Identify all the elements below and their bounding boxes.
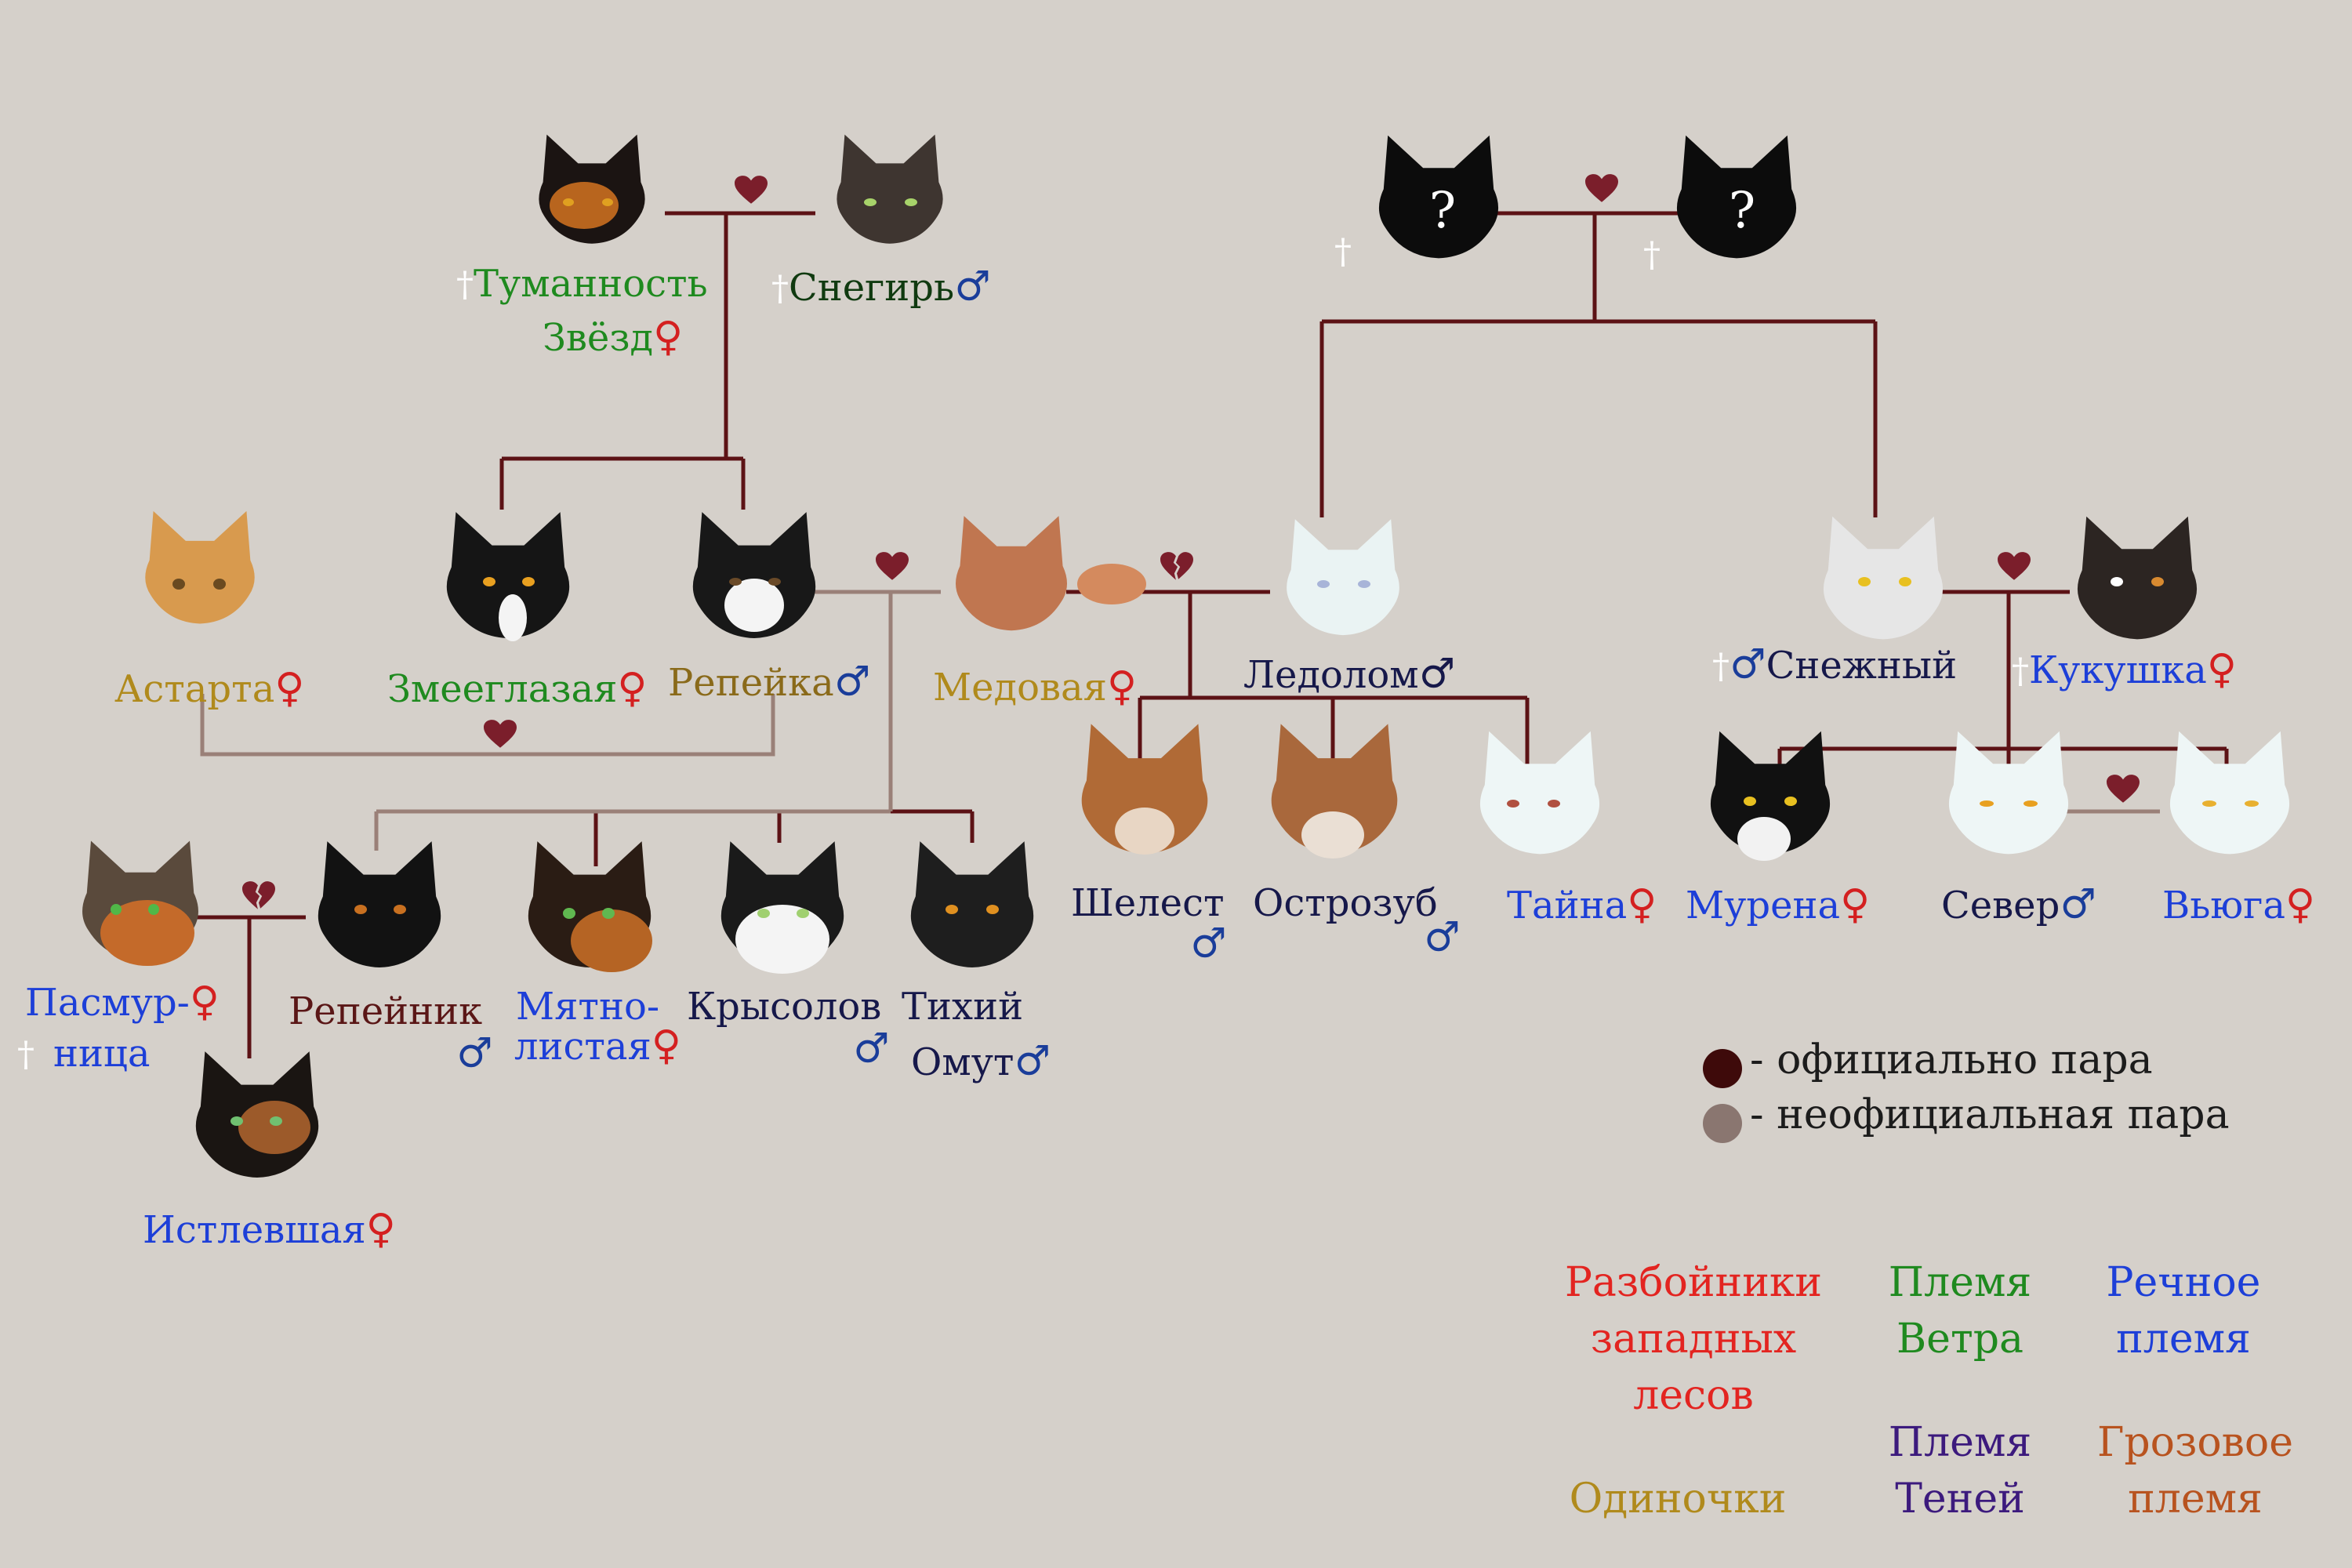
- label-repeinik-sex: ♂: [456, 1032, 493, 1076]
- label-tumannost: †Туманность: [456, 262, 708, 306]
- male-icon: ♂: [1730, 641, 1766, 688]
- label-myatnolistaya: Мятно-: [516, 985, 660, 1029]
- cat-head-vyuga: [2169, 731, 2290, 855]
- clan-river: Речное племя: [2106, 1259, 2261, 1363]
- male-icon: ♂: [833, 659, 871, 706]
- clan-thunder: Грозовое племя: [2096, 1419, 2294, 1523]
- female-icon: ♀: [2285, 881, 2315, 928]
- heart-icon: [876, 552, 909, 580]
- label-zmeeglazaya: Змееглазая♀: [387, 665, 648, 712]
- cross-unknown-right: †: [1643, 235, 1661, 275]
- cat-head-astarta: [145, 510, 255, 624]
- cat-head-medovaya: [955, 516, 1068, 631]
- label-istlevshaya: Истлевшая♀: [143, 1206, 396, 1253]
- question-mark-left: ?: [1429, 182, 1456, 240]
- label-vyuga: Вьюга♀: [2162, 881, 2315, 928]
- male-icon: ♂: [1418, 651, 1456, 698]
- label-kukushka: †Кукушка♀: [2012, 646, 2237, 693]
- coat-markings: [100, 182, 1791, 1154]
- male-icon: ♂: [2060, 881, 2096, 928]
- female-icon: ♀: [1840, 881, 1871, 928]
- cross-unknown-left: †: [1334, 232, 1352, 272]
- label-krysolov-sex: ♂: [853, 1027, 890, 1072]
- label-sever: Север♂: [1941, 881, 2096, 928]
- label-tikhy-line2: Омут♂: [911, 1038, 1051, 1085]
- female-icon: ♀: [274, 665, 305, 712]
- broken-heart-icon: [1160, 552, 1193, 580]
- heart-icon: [1998, 552, 2031, 580]
- unofficial-lines: [200, 590, 2160, 851]
- male-icon: ♂: [456, 1030, 493, 1077]
- clan-shadow: Племя Теней: [1888, 1419, 2032, 1523]
- label-shelest-sex: ♂: [1190, 922, 1227, 967]
- label-pasmurnitsa-line2: †ница: [17, 1032, 151, 1076]
- cat-head-snegir: [837, 134, 943, 244]
- cat-head-kukushka: [2077, 516, 2198, 640]
- broken-heart-icon: [242, 881, 275, 909]
- label-ostrozub: Острозуб: [1253, 881, 1438, 925]
- label-repeika: Репейка♂: [668, 659, 871, 706]
- label-taina: Тайна♀: [1507, 881, 1657, 928]
- heart-icon: [484, 720, 517, 748]
- cat-head-snezhny: [1823, 516, 1944, 640]
- label-snegir: †Снегирь♂: [771, 263, 991, 310]
- male-icon: ♂: [954, 263, 991, 310]
- clan-wind: Племя Ветра: [1888, 1259, 2032, 1363]
- male-icon: ♂: [1424, 914, 1461, 961]
- male-icon: ♂: [1190, 920, 1227, 967]
- cat-head-repeinik: [318, 841, 441, 968]
- female-icon: ♀: [1627, 881, 1657, 928]
- label-snezhny: †♂Снежный: [1712, 641, 1958, 688]
- label-tumannost-line2: Звёзд♀: [543, 314, 684, 361]
- label-krysolov: Крысолов: [687, 985, 882, 1029]
- label-repeinik: Репейник: [289, 989, 483, 1033]
- clan-rogues: Разбойники западных лесов: [1564, 1259, 1823, 1419]
- unknown-marks: ? ?: [1429, 182, 1755, 240]
- label-murena: Мурена♀: [1686, 881, 1871, 928]
- female-icon: ♀: [651, 1022, 681, 1069]
- female-icon: ♀: [189, 978, 220, 1025]
- female-icon: ♀: [2206, 646, 2237, 693]
- cat-head-tikhy: [910, 841, 1034, 968]
- legend-official: - официально пара: [1750, 1036, 2153, 1083]
- legend-official-dot: [1703, 1049, 1742, 1088]
- male-icon: ♂: [853, 1025, 890, 1073]
- official-lines: [196, 211, 2229, 1058]
- cat-head-taina: [1479, 731, 1600, 855]
- male-icon: ♂: [1014, 1038, 1051, 1085]
- heart-icon: [1585, 174, 1618, 202]
- female-icon: ♀: [653, 314, 684, 361]
- female-icon: ♀: [1106, 663, 1137, 710]
- label-ostrozub-sex: ♂: [1424, 916, 1461, 960]
- heart-icon: [2107, 775, 2140, 803]
- question-mark-right: ?: [1729, 182, 1755, 240]
- clan-loners: Одиночки: [1569, 1475, 1787, 1523]
- label-astarta: Астарта♀: [114, 665, 305, 712]
- legend-unofficial-dot: [1703, 1104, 1742, 1143]
- legend-unofficial: - неофициальная пара: [1750, 1091, 2230, 1138]
- label-medovaya: Медовая♀: [933, 663, 1137, 710]
- cat-head-ledolom: [1287, 519, 1399, 636]
- female-icon: ♀: [617, 665, 648, 712]
- label-tikhy: Тихий: [902, 985, 1024, 1029]
- female-icon: ♀: [365, 1206, 396, 1253]
- label-myatnolistaya-line2: листая♀: [514, 1022, 681, 1069]
- heart-icon: [735, 176, 768, 204]
- label-shelest: Шелест: [1071, 881, 1225, 925]
- label-ledolom: Ледолом♂: [1243, 651, 1456, 698]
- label-pasmurnitsa: Пасмур-♀: [25, 978, 220, 1025]
- cat-eyes: [111, 198, 2259, 1126]
